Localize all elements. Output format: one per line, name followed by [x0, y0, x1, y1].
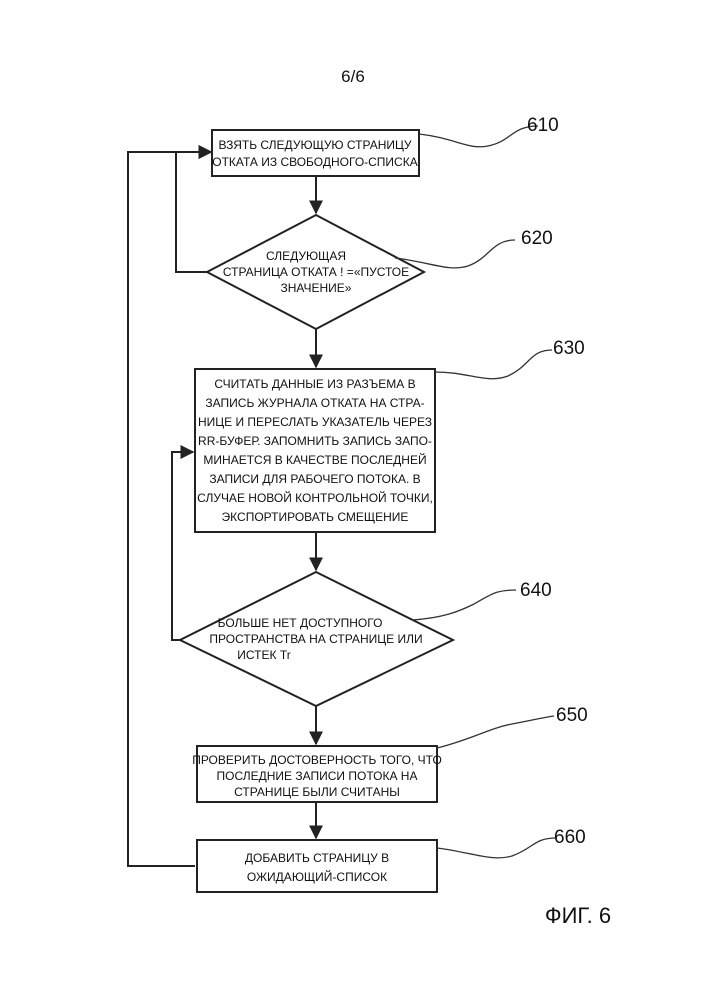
step-650-line-2: ПОСЛЕДНИЕ ЗАПИСИ ПОТОКА НА — [217, 769, 418, 783]
step-660-line-2: ОЖИДАЮЩИЙ-СПИСОК — [247, 869, 387, 884]
leader-660 — [437, 838, 556, 858]
step-610-line-1: ВЗЯТЬ СЛЕДУЮЩУЮ СТРАНИЦУ — [218, 138, 411, 152]
step-650-line-1: ПРОВЕРИТЬ ДОСТОВЕРНОСТЬ ТОГО, ЧТО — [192, 753, 442, 767]
ref-660: 660 — [554, 827, 586, 848]
ref-610: 610 — [527, 115, 559, 136]
loop-640-to-630 — [172, 452, 193, 640]
step-630-line-7: СЛУЧАЕ НОВОЙ КОНТРОЛЬНОЙ ТОЧКИ, — [197, 490, 433, 505]
decision-640-line-1: БОЛЬШЕ НЕТ ДОСТУПНОГО — [218, 616, 383, 630]
step-630-line-4: RR-БУФЕР. ЗАПОМНИТЬ ЗАПИСЬ ЗАПО- — [198, 434, 432, 448]
ref-630: 630 — [553, 338, 585, 359]
leader-650 — [437, 716, 554, 748]
decision-620-line-1: СЛЕДУЮЩАЯ — [266, 249, 346, 263]
ref-620: 620 — [521, 228, 553, 249]
ref-640: 640 — [520, 580, 552, 601]
decision-620-line-2: СТРАНИЦА ОТКАТА ! =«ПУСТОЕ — [223, 265, 409, 279]
step-630-line-8: ЭКСПОРТИРОВАТЬ СМЕЩЕНИЕ — [222, 510, 409, 524]
step-630-line-5: МИНАЕТСЯ В КАЧЕСТВЕ ПОСЛЕДНЕЙ — [203, 452, 426, 467]
step-610: ВЗЯТЬ СЛЕДУЮЩУЮ СТРАНИЦУ ОТКАТА ИЗ СВОБО… — [212, 130, 419, 176]
step-630-line-3: НИЦЕ И ПЕРЕСЛАТЬ УКАЗАТЕЛЬ ЧЕРЕЗ — [198, 415, 432, 429]
decision-620: СЛЕДУЮЩАЯ СТРАНИЦА ОТКАТА ! =«ПУСТОЕ ЗНА… — [207, 215, 424, 329]
leader-630 — [435, 350, 552, 379]
figure-label: ФИГ. 6 — [545, 903, 611, 928]
step-630: СЧИТАТЬ ДАННЫЕ ИЗ РАЗЪЕМА В ЗАПИСЬ ЖУРНА… — [195, 369, 435, 532]
step-650-line-3: СТРАНИЦЕ БЫЛИ СЧИТАНЫ — [234, 785, 400, 799]
ref-650: 650 — [556, 705, 588, 726]
step-630-box — [195, 369, 435, 532]
step-660: ДОБАВИТЬ СТРАНИЦУ В ОЖИДАЮЩИЙ-СПИСОК — [197, 840, 437, 892]
step-650: ПРОВЕРИТЬ ДОСТОВЕРНОСТЬ ТОГО, ЧТО ПОСЛЕД… — [192, 746, 442, 802]
decision-640-line-2: ПРОСТРАНСТВА НА СТРАНИЦЕ ИЛИ — [209, 632, 422, 646]
step-630-line-2: ЗАПИСЬ ЖУРНАЛА ОТКАТА НА СТРА- — [205, 396, 424, 410]
leader-640 — [412, 590, 516, 620]
step-660-box — [197, 840, 437, 892]
step-630-line-1: СЧИТАТЬ ДАННЫЕ ИЗ РАЗЪЕМА В — [214, 377, 415, 391]
step-630-line-6: ЗАПИСИ ДЛЯ РАБОЧЕГО ПОТОКА. В — [209, 472, 420, 486]
step-610-line-2: ОТКАТА ИЗ СВОБОДНОГО-СПИСКА — [212, 155, 417, 169]
step-660-line-1: ДОБАВИТЬ СТРАНИЦУ В — [245, 851, 389, 865]
page-number: 6/6 — [341, 67, 365, 86]
decision-640: БОЛЬШЕ НЕТ ДОСТУПНОГО ПРОСТРАНСТВА НА СТ… — [180, 572, 453, 706]
leader-610 — [419, 126, 538, 147]
step-610-box — [212, 130, 419, 176]
decision-640-line-3: ИСТЕК Tr — [237, 648, 290, 662]
leader-620 — [395, 240, 515, 268]
loop-620-to-610 — [176, 152, 211, 272]
decision-620-line-3: ЗНАЧЕНИЕ» — [281, 281, 352, 295]
